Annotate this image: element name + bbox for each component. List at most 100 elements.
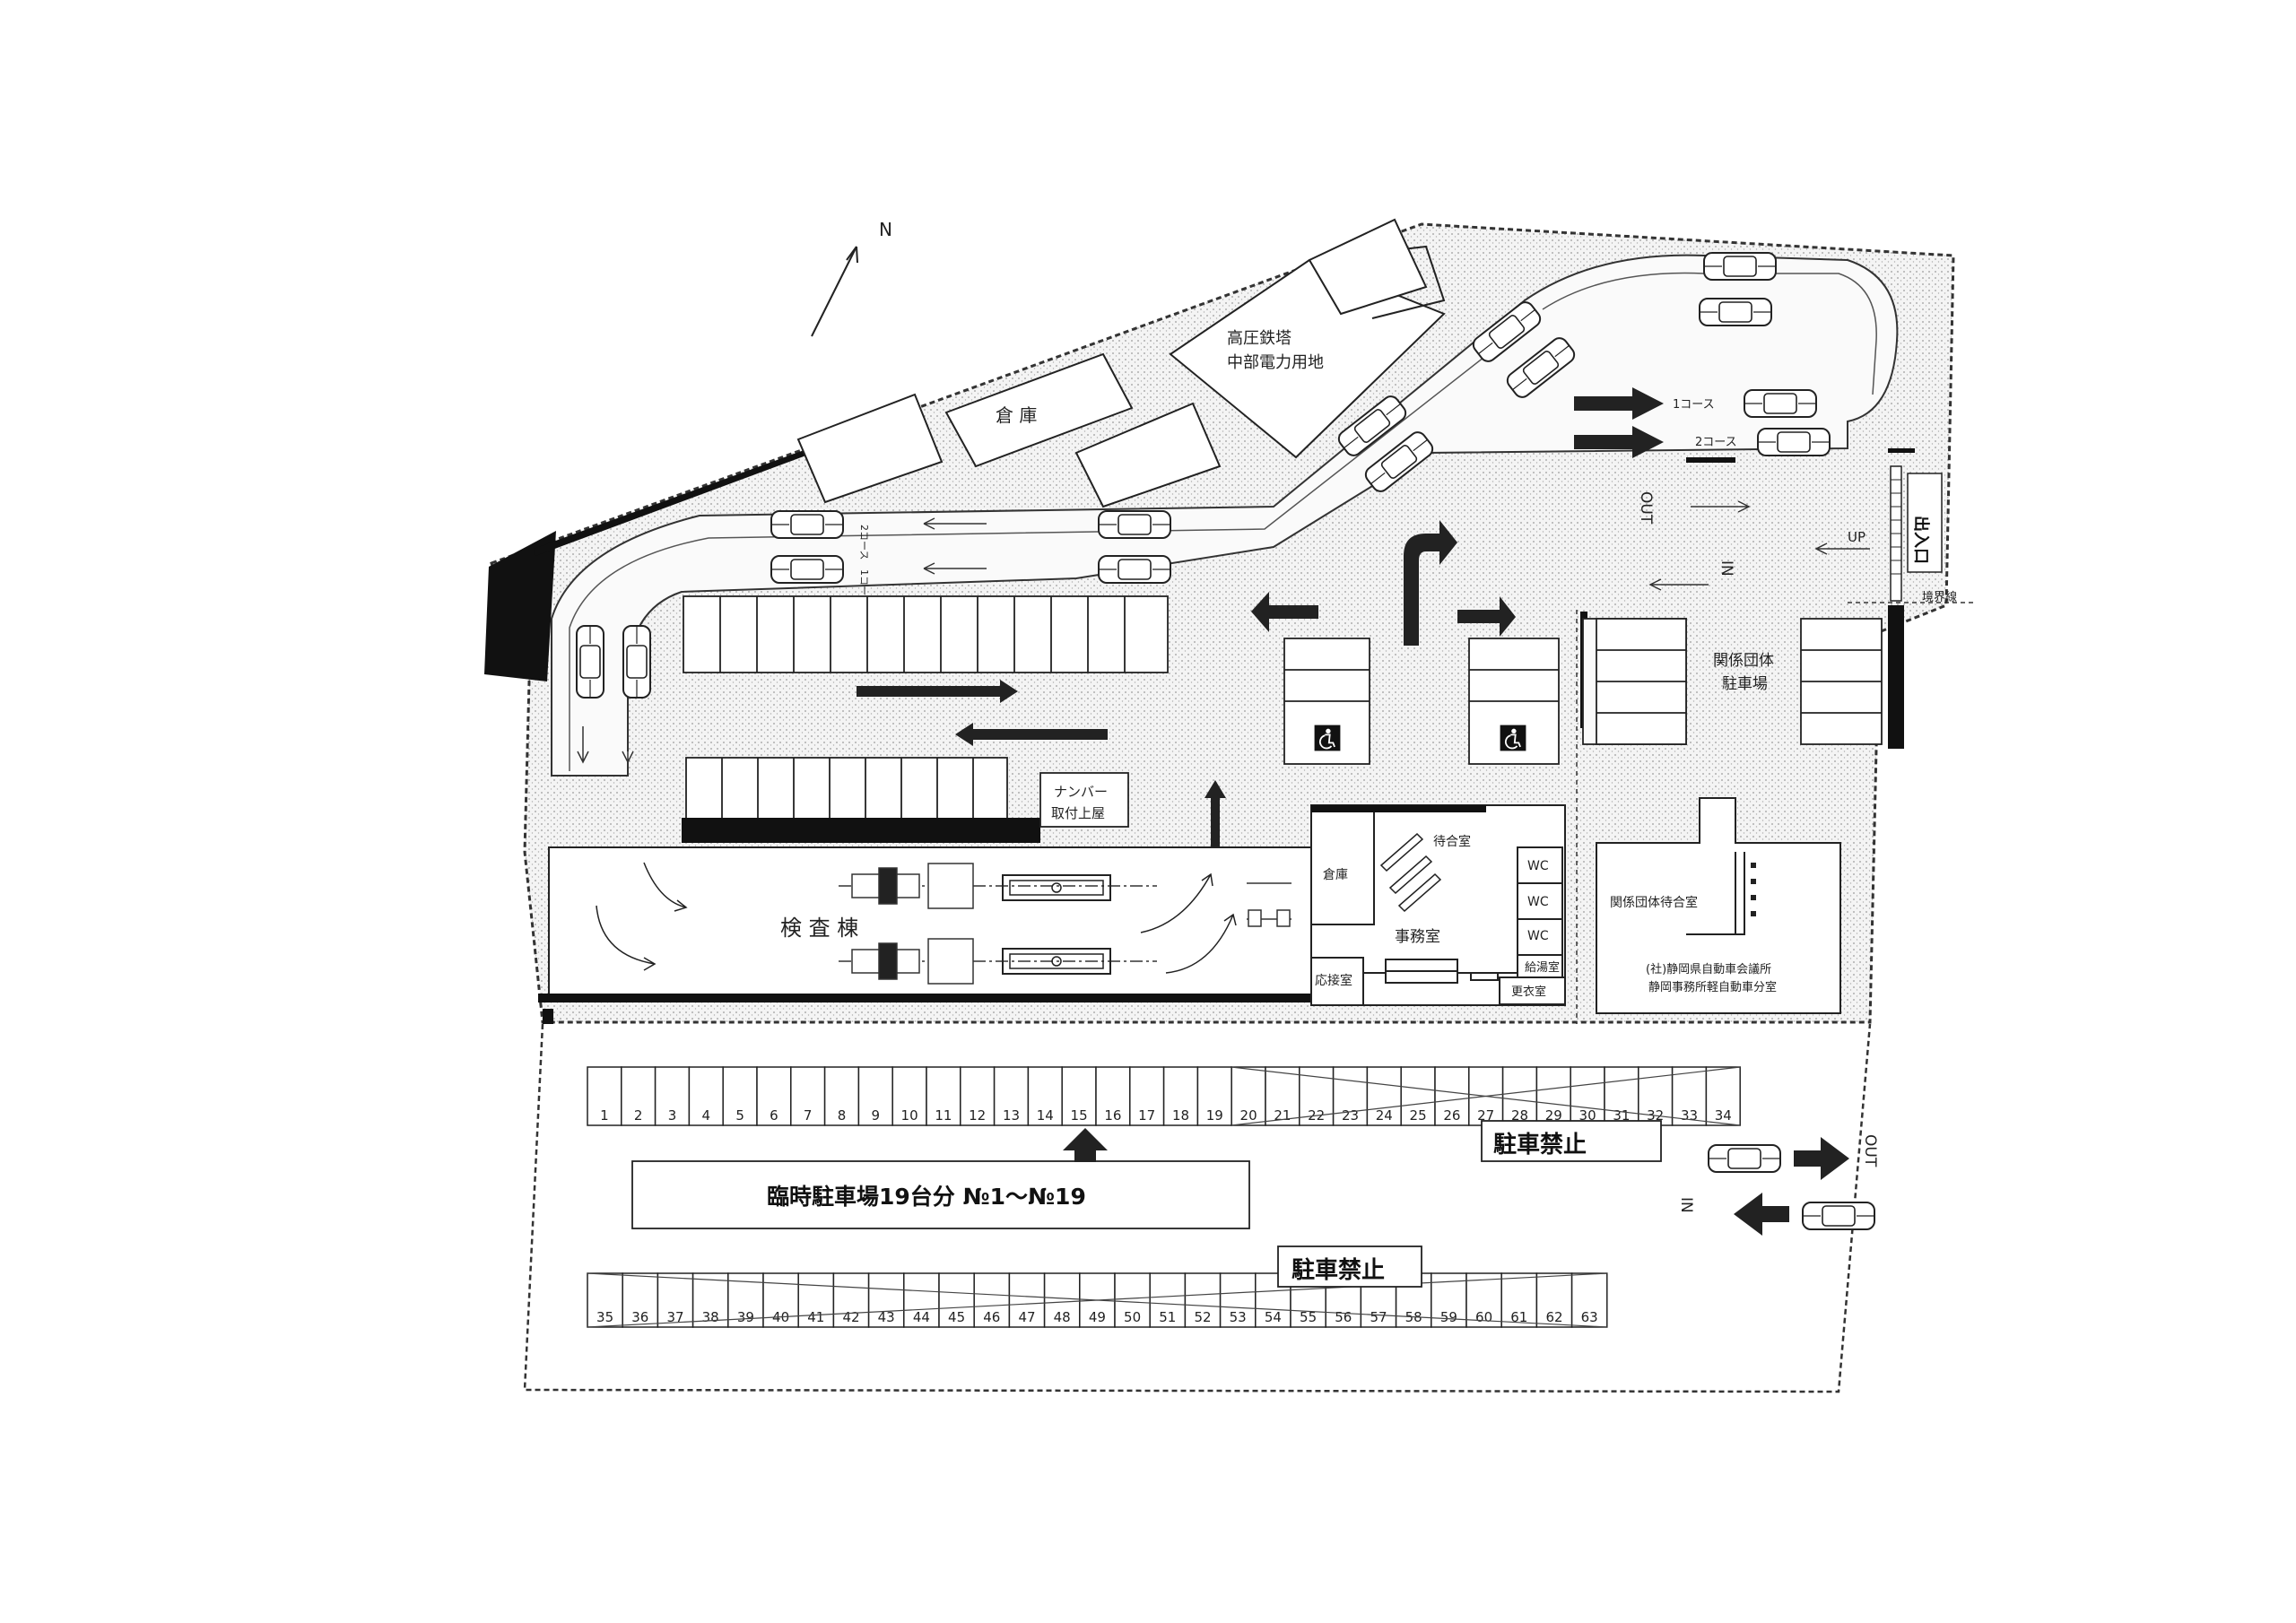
stall-number: 6	[770, 1107, 778, 1124]
stall-number: 30	[1579, 1107, 1596, 1124]
parking-stall	[1570, 1066, 1605, 1126]
stall-number: 44	[913, 1309, 930, 1325]
stall-number: 63	[1581, 1309, 1598, 1325]
stall-number: 51	[1159, 1309, 1176, 1325]
stall-number: 17	[1138, 1107, 1155, 1124]
stall-number: 11	[935, 1107, 952, 1124]
parking-stall	[938, 1272, 975, 1328]
reception-label: 応接室	[1315, 973, 1352, 988]
parking-stall	[1366, 1066, 1402, 1126]
no-parking-label-2: 駐車禁止	[1292, 1257, 1385, 1284]
stall-number: 13	[1003, 1107, 1020, 1124]
stall-number: 52	[1194, 1309, 1211, 1325]
parking-stall	[1332, 1066, 1369, 1126]
lane-label-2: 2コース	[858, 525, 870, 560]
car-icon	[1802, 1202, 1875, 1230]
stall-number: 20	[1240, 1107, 1257, 1124]
stall-number: 56	[1335, 1309, 1352, 1325]
parking-stall	[1265, 1066, 1300, 1126]
road-out-label: OUT	[1637, 491, 1655, 525]
stall-number: 45	[948, 1309, 965, 1325]
exit-arrows	[1734, 1137, 1849, 1236]
stall-number: 9	[872, 1107, 881, 1124]
exit-out-label: OUT	[1861, 1134, 1879, 1167]
waiting-benches	[1379, 832, 1442, 913]
parking-stall	[622, 1272, 659, 1328]
stall-number: 14	[1037, 1107, 1054, 1124]
pylon-area	[1169, 258, 1446, 459]
parking-stall	[1671, 1066, 1708, 1126]
stall-number: 19	[1206, 1107, 1223, 1124]
waiting-room-label: 待合室	[1433, 834, 1471, 849]
parking-stall	[1043, 1272, 1081, 1328]
stall-number: 50	[1124, 1309, 1141, 1325]
stall-number: 47	[1018, 1309, 1035, 1325]
turn-arrows	[1251, 520, 1516, 646]
parking-stall	[1219, 1272, 1257, 1328]
temp-parking-label: 臨時駐車場19台分 №1～№19	[767, 1184, 1086, 1210]
parking-stall	[756, 1066, 792, 1126]
parking-stall	[1008, 1272, 1046, 1328]
stall-number: 43	[878, 1309, 895, 1325]
curve-arrows	[596, 862, 1237, 974]
temp-parking-row-1: 1234567891011121314151617181920212223242…	[587, 1066, 1741, 1126]
stall-number: 1	[600, 1107, 609, 1124]
wc-label-3: WC	[1527, 929, 1549, 943]
parking-stall	[657, 1272, 694, 1328]
stall-number: 61	[1510, 1309, 1527, 1325]
stall-number: 39	[737, 1309, 754, 1325]
number-roof-label-2: 取付上屋	[1051, 805, 1105, 821]
parking-stall	[1114, 1272, 1151, 1328]
slanted-parking	[796, 218, 1428, 508]
parking-row-main	[683, 595, 1169, 673]
parking-stall	[1196, 1066, 1232, 1126]
stall-number: 37	[666, 1309, 683, 1325]
stall-number: 26	[1443, 1107, 1460, 1124]
north-label: N	[879, 219, 892, 240]
number-roof-label-1: ナンバー	[1054, 784, 1108, 800]
parking-stall	[857, 1066, 893, 1126]
stall-number: 4	[702, 1107, 711, 1124]
stall-number: 62	[1545, 1309, 1562, 1325]
group-parking	[1582, 618, 1883, 745]
wheelchair-icon	[1499, 724, 1527, 752]
parking-stall	[973, 1272, 1011, 1328]
stall-number: 24	[1376, 1107, 1393, 1124]
parking-stall	[790, 1066, 826, 1126]
parking-stall	[1162, 1066, 1199, 1126]
service-road	[551, 254, 1899, 777]
kitchen-label: 給湯室	[1525, 960, 1560, 975]
office-building	[1310, 804, 1566, 1006]
stall-number: 59	[1440, 1309, 1457, 1325]
group-waiting-label: 関係団体待合室	[1610, 895, 1698, 910]
stall-number: 46	[983, 1309, 1000, 1325]
parking-row-lower	[685, 757, 1008, 821]
assoc-label-1: (社)静岡県自動車会議所	[1646, 962, 1771, 976]
entrance-gate	[1890, 465, 1943, 602]
group-parking-label-2: 駐車場	[1722, 675, 1768, 693]
locker-label: 更衣室	[1511, 985, 1546, 999]
flow-arrows-outline	[577, 500, 1870, 764]
parking-stall	[960, 1066, 996, 1126]
stall-number: 48	[1054, 1309, 1071, 1325]
pylon-label-1: 高圧鉄塔	[1227, 329, 1292, 348]
car-icon	[1708, 1144, 1781, 1173]
stall-number: 28	[1511, 1107, 1528, 1124]
stall-number: 33	[1681, 1107, 1698, 1124]
parking-stall	[654, 1066, 691, 1126]
pylon-label-2: 中部電力用地	[1227, 353, 1324, 372]
office-room-label: 事務室	[1395, 928, 1440, 946]
wc-label-1: WC	[1527, 859, 1549, 873]
stall-number: 38	[702, 1309, 719, 1325]
inspection-lanes	[839, 863, 1292, 985]
road-up-label: UP	[1848, 529, 1866, 545]
stall-number: 18	[1172, 1107, 1189, 1124]
wc-label-2: WC	[1527, 895, 1549, 909]
course-1-label: 1コース	[1673, 398, 1715, 412]
parking-stall	[1231, 1066, 1266, 1126]
parking-stall	[762, 1272, 799, 1328]
stall-number: 3	[668, 1107, 677, 1124]
stall-number: 54	[1265, 1309, 1282, 1325]
assoc-label-2: 静岡事務所軽自動車分室	[1648, 980, 1777, 994]
no-parking-cross	[1231, 1066, 1741, 1126]
